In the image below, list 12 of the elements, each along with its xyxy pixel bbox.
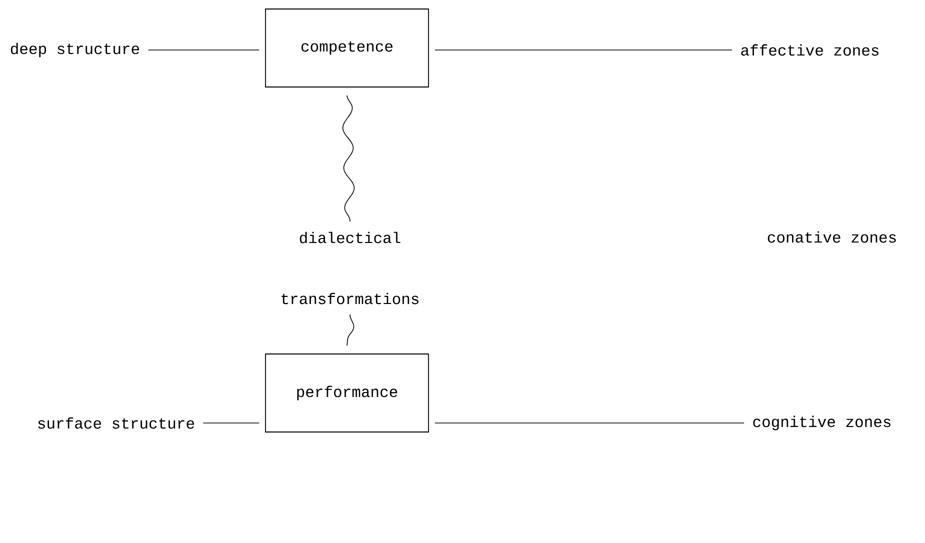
label-text: dialectical transformations (282, 232, 418, 304)
label-text: deep structure (10, 42, 140, 58)
connector-line (202, 422, 260, 424)
label-text: affective zones (741, 44, 878, 56)
connector-line (434, 422, 744, 424)
label-text: surface structure (38, 417, 194, 429)
connector-line (342, 95, 355, 222)
label-text: conative zones (768, 231, 896, 243)
label-text: cognitive zones (753, 416, 890, 430)
concept-box: competence (265, 8, 429, 88)
concept-box: performance (265, 354, 429, 432)
connector-line (346, 314, 354, 346)
